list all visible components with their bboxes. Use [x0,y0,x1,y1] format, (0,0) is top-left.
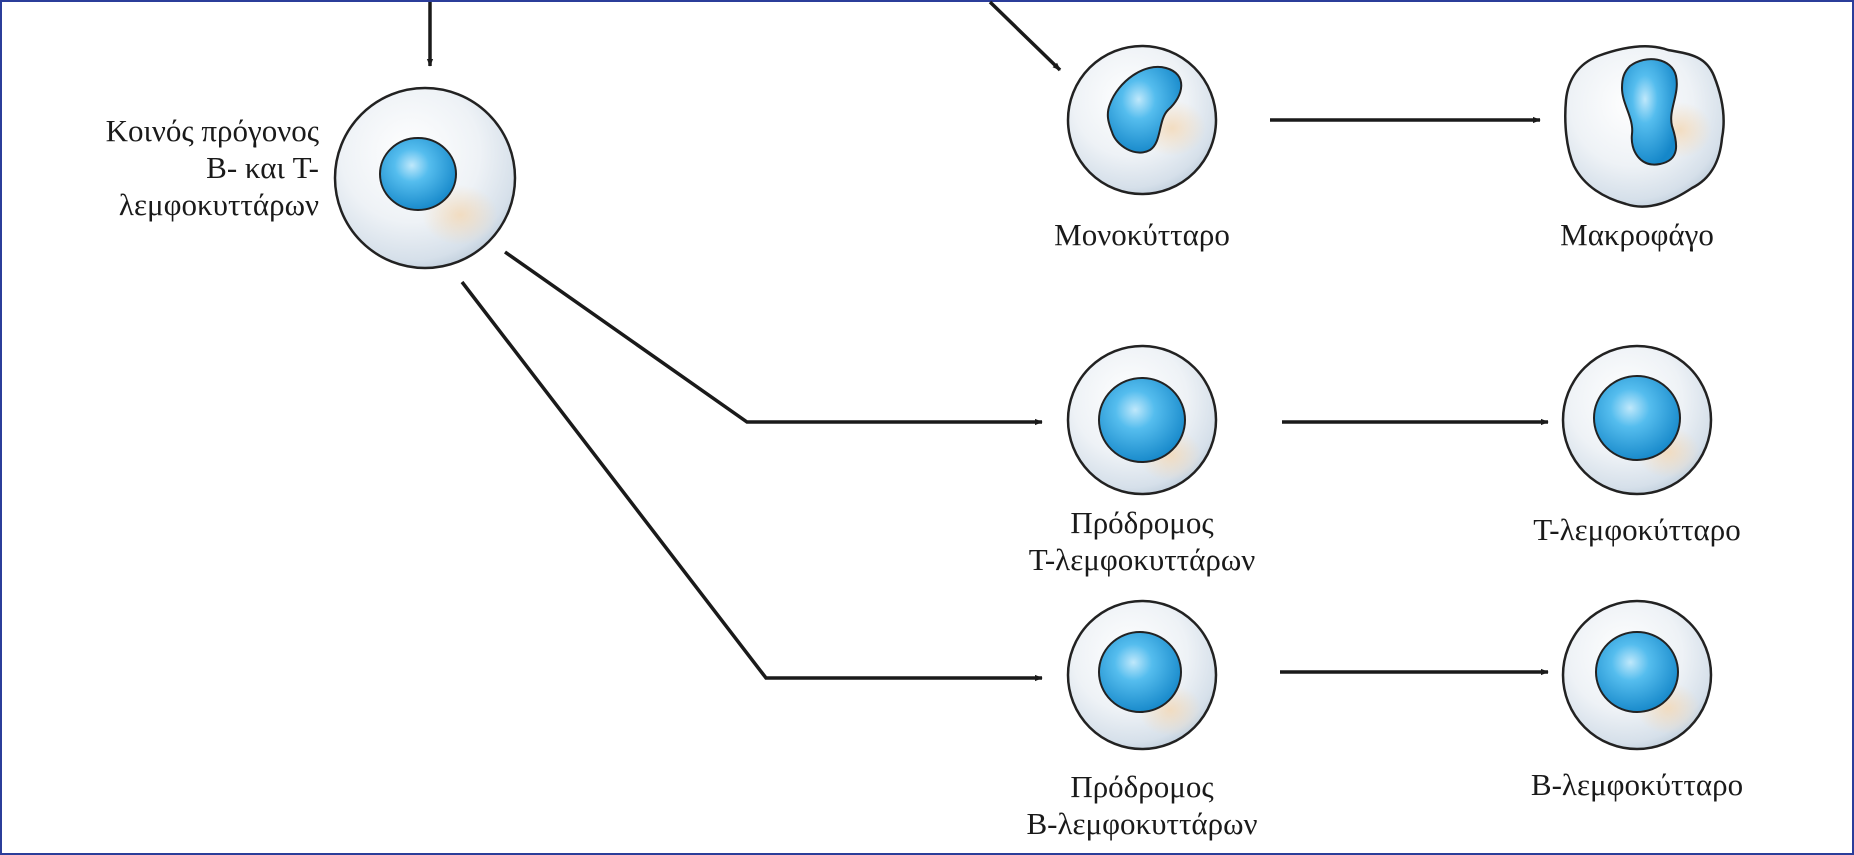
t-precursor-cell [1066,344,1218,496]
t-precursor-label-line-1: Πρόδρομος [1070,505,1214,540]
monocyte-cell [1066,44,1218,196]
monocyte-label-text: Μονοκύτταρο [1054,217,1230,252]
common-progenitor-label: Κοινός πρόγονος B- και T- λεμφοκυττάρων [106,112,319,223]
t-lymphocyte-label: T-λεμφοκύτταρο [1502,511,1772,548]
nucleus [1106,65,1183,154]
nucleus [1098,377,1186,463]
t-precursor-label: Πρόδρομος T-λεμφοκυττάρων [1012,504,1272,578]
b-lymphocyte-cell [1561,599,1713,751]
macrophage-cell [1564,44,1725,208]
common-progenitor-label-line-1: Κοινός πρόγονος [105,113,319,148]
b-lymphocyte-label-text: B-λεμφοκύτταρο [1530,767,1744,802]
t-lymphocyte-cell [1561,344,1713,496]
monocyte-label: Μονοκύτταρο [1042,216,1242,253]
arrow-incoming-monocyte [988,0,1062,72]
macrophage-label: Μακροφάγο [1537,216,1737,253]
b-precursor-label-line-1: Πρόδρομος [1070,769,1214,804]
b-lymphocyte-label: B-λεμφοκύτταρο [1502,766,1772,803]
nucleus [1595,631,1679,713]
b-precursor-label-line-2: B-λεμφοκυττάρων [1026,806,1258,841]
arrow-progenitor-to-t-precursor [503,250,1043,426]
nucleus [1098,631,1182,713]
nucleus [1593,375,1681,461]
common-progenitor-label-line-2: B- και T- [206,150,319,185]
arrows [426,0,1549,682]
nucleus [379,137,457,211]
t-precursor-label-line-2: T-λεμφοκυττάρων [1028,542,1256,577]
macrophage-label-text: Μακροφάγο [1560,217,1714,252]
t-lymphocyte-label-text: T-λεμφοκύτταρο [1533,512,1741,547]
arrow-progenitor-to-b-precursor [460,280,1043,682]
nucleus [1620,58,1678,166]
common-progenitor-label-line-3: λεμφοκυττάρων [118,187,319,222]
b-precursor-label: Πρόδρομος B-λεμφοκυττάρων [1012,768,1272,842]
b-precursor-cell [1066,599,1218,751]
common-progenitor-cell [333,86,517,270]
